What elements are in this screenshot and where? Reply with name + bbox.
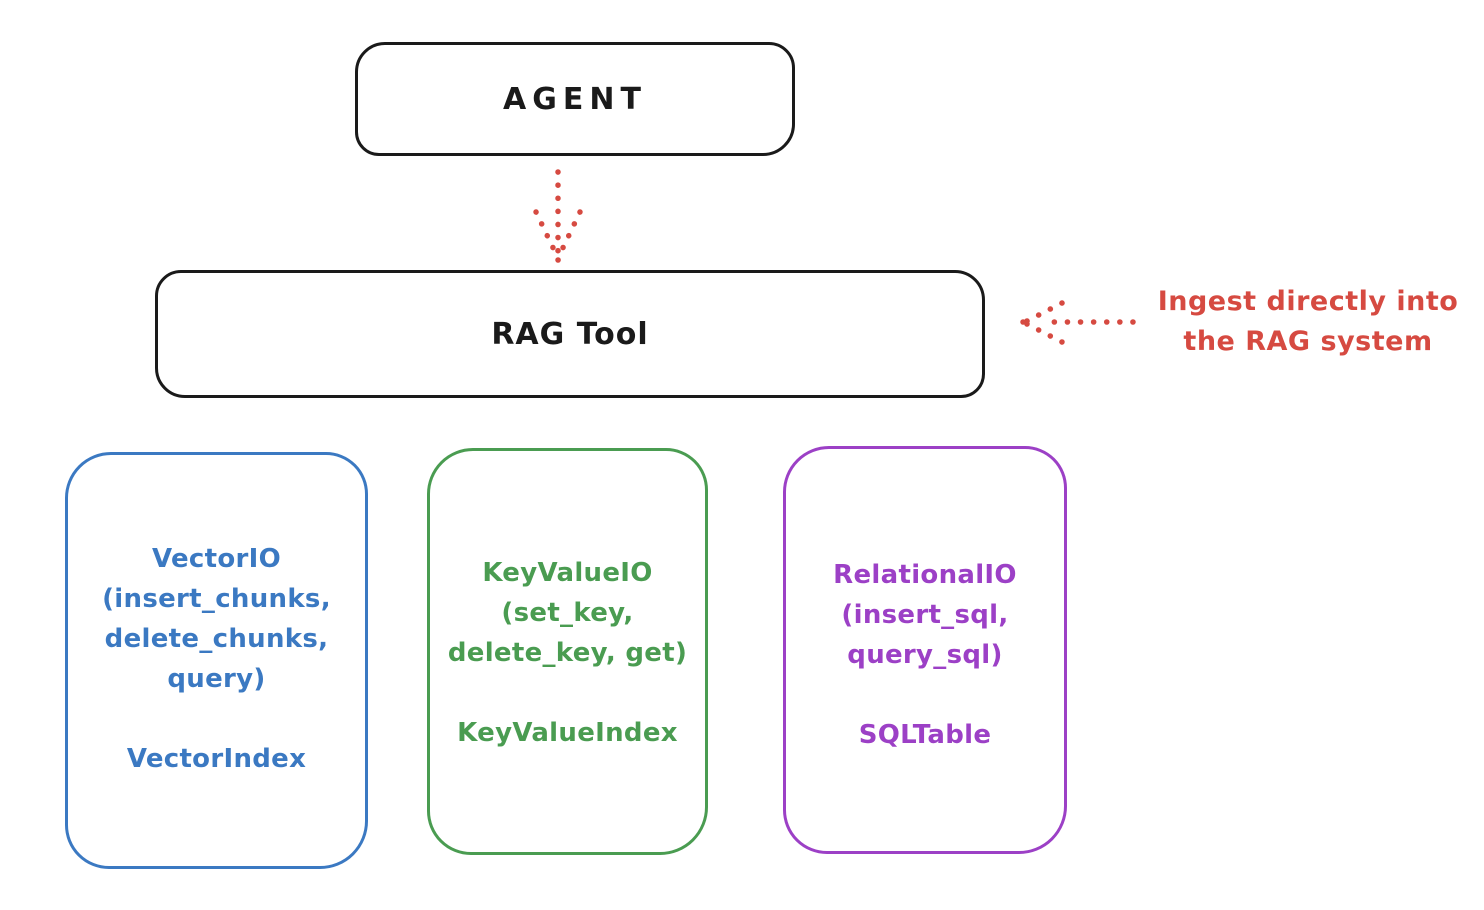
relational-io-methods-line: query_sql): [847, 640, 1003, 670]
vector-io-node: VectorIO (insert_chunks, delete_chunks, …: [65, 452, 368, 869]
vector-io-methods-line: delete_chunks,: [104, 624, 329, 654]
sqltable-label: SQLTable: [858, 720, 992, 750]
vector-io-title-line: VectorIO: [151, 544, 282, 574]
ingest-annotation-line2: the RAG system: [1183, 326, 1433, 357]
relational-io-title-line: RelationalIO: [833, 560, 1017, 590]
vector-io-methods-line: (insert_chunks,: [102, 584, 331, 614]
rag-tool-label: RAG Tool: [491, 316, 649, 352]
agent-node: AGENT: [355, 42, 795, 156]
vector-io-methods-line: query): [167, 664, 266, 694]
relational-io-node: RelationalIO (insert_sql, query_sql) SQL…: [783, 446, 1067, 854]
keyvalue-io-node: KeyValueIO (set_key, delete_key, get) Ke…: [427, 448, 708, 855]
agent-to-ragtool-arrow: [533, 169, 583, 263]
ingest-annotation-line1: Ingest directly into: [1157, 286, 1459, 317]
relational-io-methods-line: (insert_sql,: [841, 600, 1009, 630]
keyvalue-io-methods-line: (set_key,: [501, 598, 634, 628]
keyvalue-io-methods-line: delete_key, get): [447, 638, 688, 668]
keyvalue-index-label: KeyValueIndex: [457, 718, 678, 748]
keyvalue-io-title-line: KeyValueIO: [482, 558, 653, 588]
ingest-annotation: Ingest directly into the RAG system: [1140, 282, 1476, 362]
rag-tool-node: RAG Tool: [155, 270, 985, 398]
agent-label: AGENT: [503, 81, 647, 117]
vector-index-label: VectorIndex: [126, 744, 307, 774]
annotation-to-ragtool-arrow: [1020, 300, 1136, 345]
